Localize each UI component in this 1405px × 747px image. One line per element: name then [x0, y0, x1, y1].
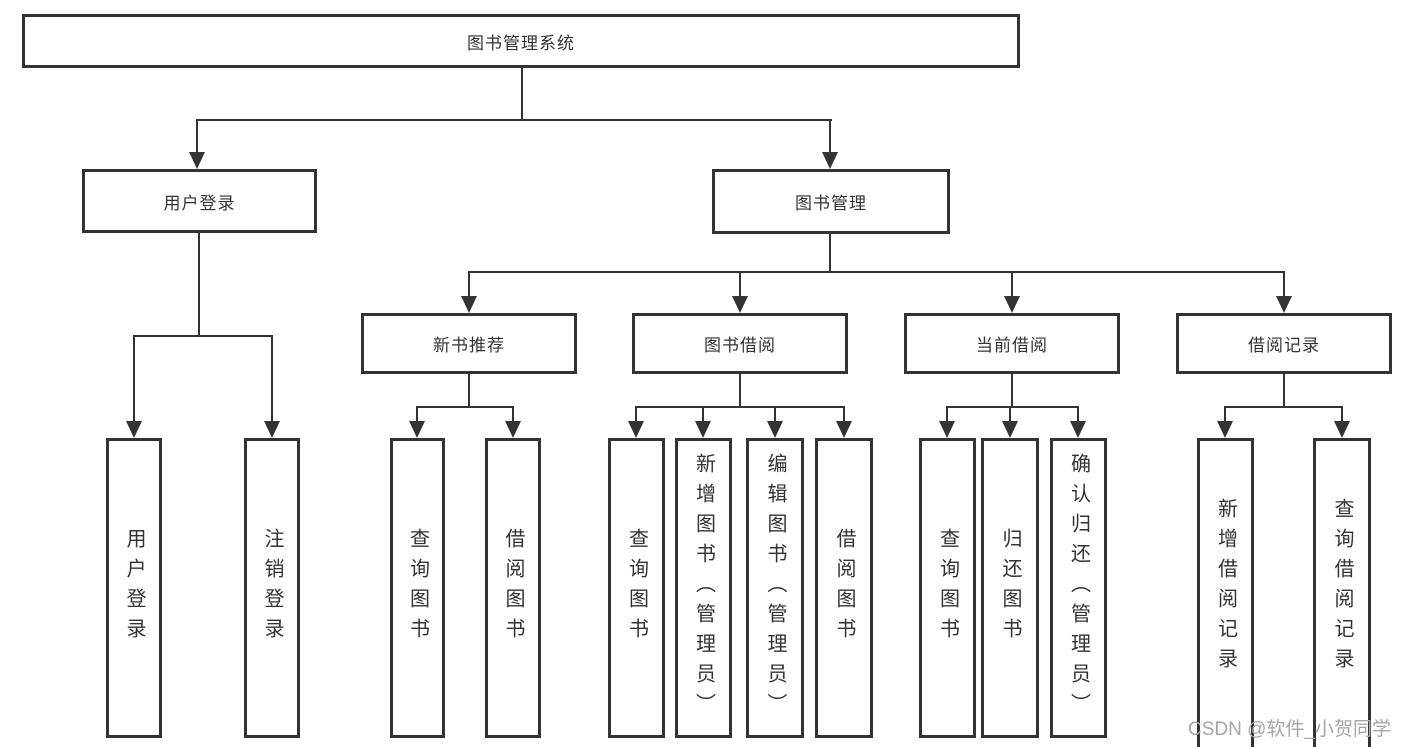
connector-l3-2-stem	[739, 271, 741, 298]
leaf-query-books-borrowing: 查询图书	[608, 438, 665, 738]
connector-l3-4-stem	[1283, 271, 1285, 298]
connector-g4-leaf3-stem	[1077, 406, 1079, 423]
connector-user-login-stem	[196, 119, 198, 155]
arrowhead-g2-leaf1-icon	[409, 421, 425, 438]
leaf-add-borrow-record: 新增借阅记录	[1197, 438, 1254, 747]
leaf-add-books-admin: 新增图书（管理员）	[675, 438, 732, 738]
leaf-add-borrow-record-label: 新增借阅记录	[1214, 498, 1237, 678]
connector-g3-rail	[635, 406, 845, 408]
arrowhead-g3-leaf4-icon	[836, 421, 852, 438]
arrowhead-g5-leaf2-icon	[1334, 421, 1350, 438]
csdn-watermark: CSDN @软件_小贺同学	[1188, 719, 1391, 740]
connector-g3-leaf2-stem	[702, 406, 704, 423]
node-current-borrowing-label: 当前借阅	[976, 336, 1048, 355]
arrowhead-g2-leaf2-icon	[505, 421, 521, 438]
leaf-query-borrow-record-label: 查询借阅记录	[1331, 498, 1353, 678]
connector-l3-3-stem	[1011, 271, 1013, 298]
leaf-confirm-return-admin-label: 确认归还（管理员）	[1067, 453, 1090, 723]
node-book-management-label: 图书管理	[795, 194, 867, 213]
arrowhead-user-login-icon	[189, 152, 205, 169]
node-book-management: 图书管理	[712, 169, 950, 234]
connector-g4-down	[1011, 374, 1013, 408]
arrowhead-g5-leaf1-icon	[1217, 421, 1233, 438]
leaf-return-books-label: 归还图书	[999, 528, 1021, 648]
leaf-query-books-recommend: 查询图书	[390, 438, 445, 738]
leaf-borrow-books-recommend-label: 借阅图书	[502, 528, 524, 648]
leaf-query-books-current-label: 查询图书	[936, 528, 959, 648]
node-user-login: 用户登录	[82, 169, 317, 233]
leaf-user-login-label: 用户登录	[123, 528, 145, 648]
leaf-edit-books-admin-label: 编辑图书（管理员）	[764, 453, 786, 723]
leaf-query-books-current: 查询图书	[919, 438, 976, 738]
arrowhead-l3-1-icon	[461, 296, 477, 313]
connector-l3-1-stem	[468, 271, 470, 298]
connector-g4-leaf2-stem	[1009, 406, 1011, 423]
node-borrowing-records: 借阅记录	[1176, 313, 1392, 374]
leaf-query-books-borrowing-label: 查询图书	[625, 528, 648, 648]
connector-level2-rail	[196, 119, 832, 121]
connector-g4-rail	[946, 406, 1079, 408]
leaf-query-borrow-record: 查询借阅记录	[1313, 438, 1371, 747]
arrowhead-l3-4-icon	[1276, 296, 1292, 313]
arrowhead-g4-leaf2-icon	[1002, 421, 1018, 438]
leaf-user-login: 用户登录	[106, 438, 162, 738]
connector-g2-leaf2-stem	[512, 406, 514, 423]
leaf-logout-label: 注销登录	[261, 528, 283, 648]
leaf-borrow-books-recommend: 借阅图书	[485, 438, 541, 738]
leaf-edit-books-admin: 编辑图书（管理员）	[746, 438, 804, 738]
connector-g2-rail	[416, 406, 514, 408]
arrowhead-l3-2-icon	[732, 296, 748, 313]
connector-g3-leaf3-stem	[774, 406, 776, 423]
connector-g3-leaf1-stem	[635, 406, 637, 423]
arrowhead-login-leaf2-icon	[264, 421, 280, 438]
connector-level3-rail	[468, 271, 1285, 273]
arrowhead-login-leaf1-icon	[126, 421, 142, 438]
node-library-system: 图书管理系统	[22, 14, 1020, 68]
arrowhead-g3-leaf3-icon	[767, 421, 783, 438]
connector-g5-rail	[1224, 406, 1343, 408]
node-user-login-label: 用户登录	[163, 193, 236, 213]
leaf-query-books-recommend-label: 查询图书	[406, 528, 429, 648]
connector-login-leaf2-stem	[271, 335, 273, 423]
node-book-borrowing: 图书借阅	[632, 313, 848, 374]
leaf-borrow-books: 借阅图书	[815, 438, 873, 738]
connector-g3-leaf4-stem	[843, 406, 845, 423]
arrowhead-g4-leaf3-icon	[1070, 421, 1086, 438]
connector-root-stem	[521, 68, 523, 121]
arrowhead-l3-3-icon	[1004, 296, 1020, 313]
node-current-borrowing: 当前借阅	[904, 313, 1120, 374]
connector-g5-leaf2-stem	[1341, 406, 1343, 423]
node-book-borrowing-label: 图书借阅	[704, 336, 776, 355]
leaf-borrow-books-label: 借阅图书	[833, 528, 855, 648]
connector-g5-leaf1-stem	[1224, 406, 1226, 423]
connector-g5-down	[1283, 374, 1285, 408]
connector-login-rail	[133, 335, 273, 337]
connector-g4-leaf1-stem	[946, 406, 948, 423]
node-new-book-recommend: 新书推荐	[361, 313, 577, 374]
connector-login-down	[198, 233, 200, 337]
node-library-system-label: 图书管理系统	[467, 33, 575, 53]
leaf-return-books: 归还图书	[981, 438, 1039, 738]
leaf-confirm-return-admin: 确认归还（管理员）	[1050, 438, 1107, 738]
arrowhead-book-mgmt-icon	[822, 152, 838, 169]
node-new-book-recommend-label: 新书推荐	[433, 336, 505, 355]
connector-g2-down	[468, 374, 470, 408]
connector-g2-leaf1-stem	[416, 406, 418, 423]
node-borrowing-records-label: 借阅记录	[1248, 336, 1320, 355]
connector-login-leaf1-stem	[133, 335, 135, 423]
connector-g3-down	[739, 374, 741, 408]
arrowhead-g3-leaf2-icon	[695, 421, 711, 438]
arrowhead-g3-leaf1-icon	[628, 421, 644, 438]
arrowhead-g4-leaf1-icon	[939, 421, 955, 438]
leaf-logout: 注销登录	[244, 438, 300, 738]
connector-mgmt-down	[829, 234, 831, 273]
leaf-add-books-admin-label: 新增图书（管理员）	[692, 453, 715, 723]
connector-book-mgmt-stem	[829, 119, 831, 155]
